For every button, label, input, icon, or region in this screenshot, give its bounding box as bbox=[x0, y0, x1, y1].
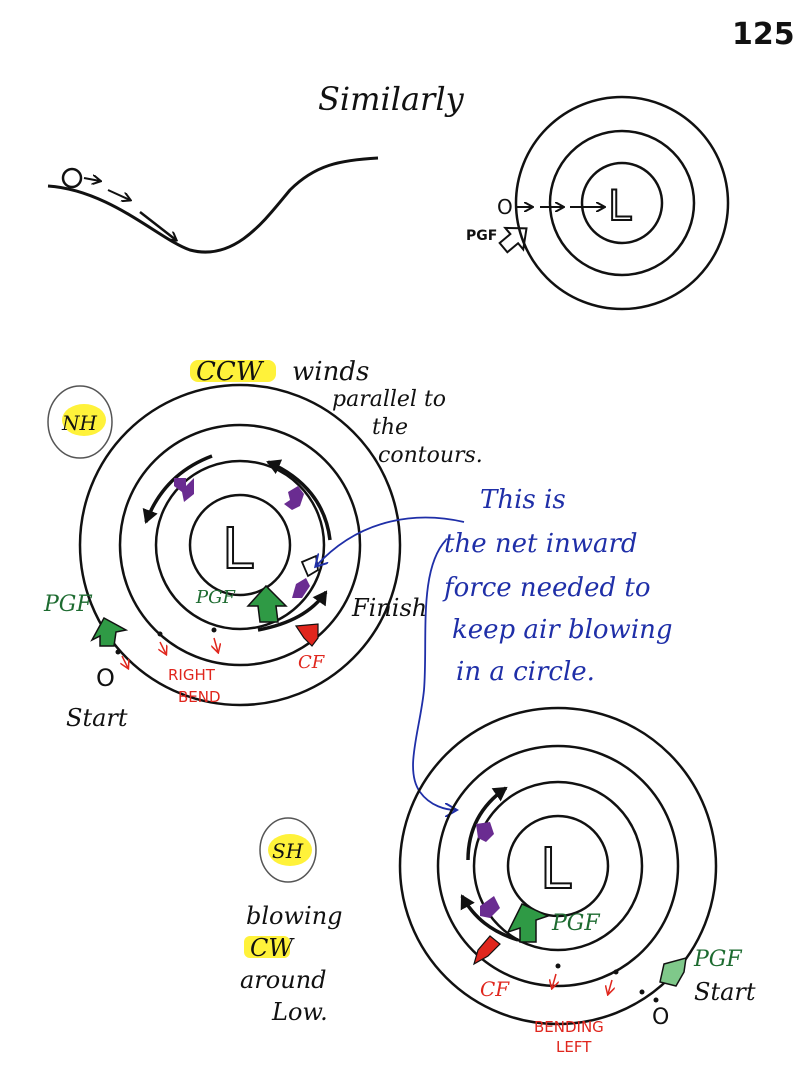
sh-cf-label: CF bbox=[480, 977, 510, 1001]
nh-cf-arrow bbox=[294, 623, 319, 647]
nh-net-arrow-open bbox=[300, 554, 319, 578]
sh-desc-line-4: Low. bbox=[271, 998, 328, 1026]
sh-contour-inner bbox=[506, 814, 610, 918]
annotation-line-3: force needed to bbox=[442, 573, 650, 603]
nh-desc-line-2: parallel to bbox=[332, 387, 446, 412]
pgf-open-arrow bbox=[498, 226, 528, 254]
sh-bend-arrow-2 bbox=[608, 979, 612, 994]
sh-pgf-outer-arrow bbox=[659, 956, 687, 987]
nh-ccw-arrow-right bbox=[266, 459, 332, 541]
nh-ccw-arrow-left bbox=[142, 454, 213, 524]
sh-desc-line-2: CW bbox=[250, 934, 295, 962]
nh-path-dot-3 bbox=[211, 627, 217, 633]
nh-parcel-label: O bbox=[96, 664, 115, 692]
sh-diagram: SH blowing CW around Low. L PGF PGF CF B… bbox=[240, 706, 756, 1056]
low-label: L bbox=[608, 181, 632, 230]
sh-highlight bbox=[268, 834, 312, 866]
pgf-label: PGF bbox=[466, 228, 497, 244]
valley-analogy bbox=[47, 156, 379, 254]
nh-start-label: Start bbox=[66, 704, 128, 732]
nh-contour-middle bbox=[118, 423, 362, 667]
sh-cw-arrow-bottom bbox=[460, 894, 519, 942]
nh-pgf-inner-label: PGF bbox=[195, 587, 236, 608]
sh-parcel-label: O bbox=[652, 1005, 669, 1030]
nh-bubble bbox=[47, 385, 113, 459]
nh-path-dot-2 bbox=[157, 631, 163, 637]
nh-right-bend-line-1: RIGHT bbox=[168, 666, 216, 684]
ball bbox=[61, 167, 83, 189]
sh-pgf-inner-arrow bbox=[506, 903, 551, 943]
sh-bending-left-line-2: LEFT bbox=[556, 1038, 592, 1056]
sh-bend-arrow-1 bbox=[552, 973, 556, 988]
nh-net-arrow-1 bbox=[174, 478, 194, 502]
sh-net-arrow-1 bbox=[476, 822, 494, 842]
nh-desc-line-3: the bbox=[372, 415, 408, 440]
sh-cf-arrow bbox=[473, 935, 501, 966]
ccw-highlight bbox=[190, 360, 276, 382]
nh-cf-label: CF bbox=[298, 652, 326, 673]
annotation: This is the net inward force needed to k… bbox=[316, 485, 673, 810]
sh-path-dot-3 bbox=[639, 989, 645, 995]
sh-path-dot-2 bbox=[613, 969, 619, 975]
contour-inner bbox=[580, 161, 664, 245]
annotation-pointer-nh bbox=[316, 516, 465, 566]
nh-desc-line-4: contours. bbox=[378, 443, 483, 468]
nh-bend-arrow-2 bbox=[160, 641, 166, 654]
sh-contour-outer bbox=[398, 706, 718, 1026]
nh-highlight bbox=[62, 404, 106, 436]
nh-pgf-inner-arrow bbox=[246, 584, 288, 623]
sh-pgf-inner-label: PGF bbox=[551, 911, 600, 936]
sh-start-label: Start bbox=[694, 978, 756, 1006]
nh-desc-line-1: winds bbox=[292, 357, 369, 387]
sh-cw-arrow-top bbox=[466, 786, 508, 861]
sh-low-label: L bbox=[540, 837, 571, 902]
nh-finish-label: Finish bbox=[351, 594, 427, 622]
annotation-line-5: in a circle. bbox=[456, 657, 595, 687]
parcel-label: O bbox=[497, 195, 513, 219]
nh-pgf-outer-label: PGF bbox=[43, 592, 92, 617]
ccw-label: CCW bbox=[196, 357, 265, 387]
nh-label: NH bbox=[61, 411, 98, 435]
ball-arrow-3 bbox=[139, 211, 176, 240]
nh-bend-arrow-3 bbox=[214, 637, 218, 652]
annotation-line-4: keep air blowing bbox=[452, 615, 673, 645]
nh-contour-outer bbox=[78, 383, 402, 707]
annotation-line-2: the net inward bbox=[444, 529, 638, 559]
heading: Similarly bbox=[318, 80, 465, 118]
ball-arrow-1 bbox=[83, 178, 100, 181]
nh-pgf-outer-arrow bbox=[90, 616, 129, 647]
nh-net-arrow-3 bbox=[292, 578, 310, 598]
page-number: 125 bbox=[732, 17, 795, 52]
sh-parcel-dot bbox=[653, 997, 659, 1003]
nh-net-arrow-2 bbox=[284, 486, 304, 510]
top-low-diagram: L O PGF bbox=[466, 95, 730, 311]
nh-ccw-arrow-bottom bbox=[257, 590, 328, 632]
nh-path-dot-1 bbox=[115, 649, 121, 655]
sh-desc-line-1: blowing bbox=[246, 902, 343, 930]
nh-low-label: L bbox=[222, 517, 253, 582]
valley-curve bbox=[47, 156, 379, 254]
nh-contour-mid-inner bbox=[154, 459, 326, 631]
sh-net-arrow-2 bbox=[480, 896, 500, 918]
nh-contour-inner bbox=[188, 493, 292, 597]
sh-contour-mid-inner bbox=[472, 780, 644, 952]
contour-outer bbox=[514, 95, 730, 311]
sh-pgf-outer-label: PGF bbox=[693, 947, 742, 972]
ball-arrow-2 bbox=[107, 189, 130, 200]
annotation-pointer-sh bbox=[412, 539, 456, 810]
sh-bubble bbox=[259, 817, 317, 883]
sh-label: SH bbox=[272, 839, 304, 863]
contour-middle bbox=[548, 129, 696, 277]
nh-diagram: NH CCW winds parallel to the contours. L… bbox=[43, 357, 483, 732]
sh-bending-left-line-1: BENDING bbox=[534, 1018, 604, 1036]
sh-path-dot-1 bbox=[555, 963, 561, 969]
nh-right-bend-line-2: BEND bbox=[178, 688, 221, 706]
nh-bend-arrow-1 bbox=[122, 655, 128, 668]
sh-desc-line-3: around bbox=[240, 966, 327, 994]
cw-highlight bbox=[244, 936, 290, 958]
annotation-line-1: This is bbox=[480, 485, 566, 515]
